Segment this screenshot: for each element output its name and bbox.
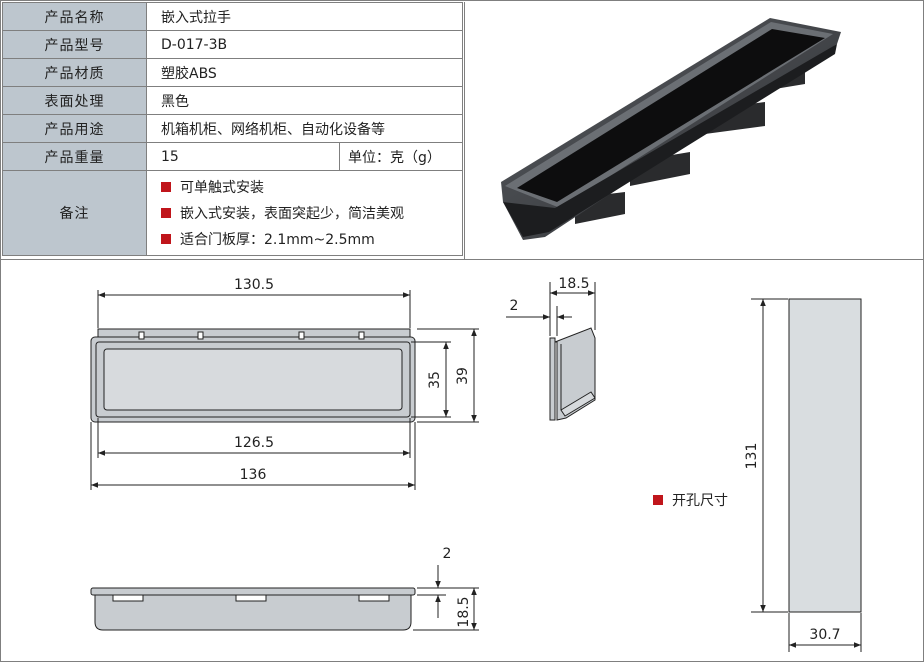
bottom-view [90, 587, 416, 631]
cutout-label: 开孔尺寸 [653, 490, 728, 510]
spec-label: 产品重量 [2, 142, 147, 171]
note-text: 嵌入式安装，表面突起少，简洁美观 [180, 206, 404, 222]
dim-cutout-height: 131 [744, 443, 760, 470]
spec-value: 黑色 [146, 86, 463, 115]
spec-row-finish: 表面处理 黑色 [2, 86, 463, 115]
spec-row-weight: 产品重量 15 单位：克（g） [2, 142, 463, 171]
product-photo [464, 2, 924, 260]
dim-inner-width: 126.5 [234, 435, 274, 451]
spec-label: 表面处理 [2, 86, 147, 115]
side-view [549, 327, 596, 421]
note-item: 可单触式安装 [161, 174, 462, 200]
spec-label: 产品用途 [2, 114, 147, 143]
spec-row-material: 产品材质 塑胶ABS [2, 58, 463, 87]
dim-bottom-depth: 18.5 [456, 596, 472, 627]
bullet-square-icon [653, 495, 663, 505]
bullet-square-icon [161, 234, 171, 244]
note-text: 可单触式安装 [180, 180, 264, 196]
dim-side-flange: 2 [510, 298, 519, 314]
notes-label: 备注 [2, 170, 147, 256]
note-item: 嵌入式安装，表面突起少，简洁美观 [161, 200, 462, 226]
bullet-square-icon [161, 208, 171, 218]
section-divider [1, 259, 923, 260]
front-view [90, 328, 416, 423]
spec-value: D-017-3B [146, 30, 463, 59]
technical-drawing: 130.5 126.5 136 35 39 18.5 2 2 18.5 131 … [90, 276, 862, 652]
dim-inner-height: 35 [427, 371, 443, 389]
spec-value: 机箱机柜、网络机柜、自动化设备等 [146, 114, 463, 143]
notes-list: 可单触式安装 嵌入式安装，表面突起少，简洁美观 适合门板厚：2.1mm~2.5m… [146, 170, 463, 256]
dim-outer-width: 130.5 [234, 277, 274, 293]
spec-label: 产品型号 [2, 30, 147, 59]
spec-value: 塑胶ABS [146, 58, 463, 87]
spec-row-usage: 产品用途 机箱机柜、网络机柜、自动化设备等 [2, 114, 463, 143]
bullet-square-icon [161, 182, 171, 192]
dim-outer-height: 39 [455, 367, 471, 385]
weight-unit: 单位：克（g） [339, 142, 463, 171]
spec-row-name: 产品名称 嵌入式拉手 [2, 2, 463, 31]
dim-side-depth: 18.5 [558, 276, 589, 292]
spec-row-model: 产品型号 D-017-3B [2, 30, 463, 59]
note-item: 适合门板厚：2.1mm~2.5mm [161, 226, 462, 252]
dim-bottom-flange: 2 [443, 546, 452, 562]
spec-table: 产品名称 嵌入式拉手 产品型号 D-017-3B 产品材质 塑胶ABS 表面处理… [2, 2, 463, 256]
spec-value: 15 [146, 142, 340, 171]
cutout-title: 开孔尺寸 [672, 493, 728, 509]
spec-value: 嵌入式拉手 [146, 2, 463, 31]
handle-render-image [501, 18, 841, 240]
dim-cutout-width: 30.7 [809, 627, 840, 643]
note-text: 适合门板厚：2.1mm~2.5mm [180, 232, 375, 248]
spec-row-notes: 备注 可单触式安装 嵌入式安装，表面突起少，简洁美观 适合门板厚：2.1mm~2… [2, 170, 463, 256]
cutout-rect [788, 298, 862, 613]
spec-label: 产品名称 [2, 2, 147, 31]
dim-total-width: 136 [240, 467, 267, 483]
spec-label: 产品材质 [2, 58, 147, 87]
